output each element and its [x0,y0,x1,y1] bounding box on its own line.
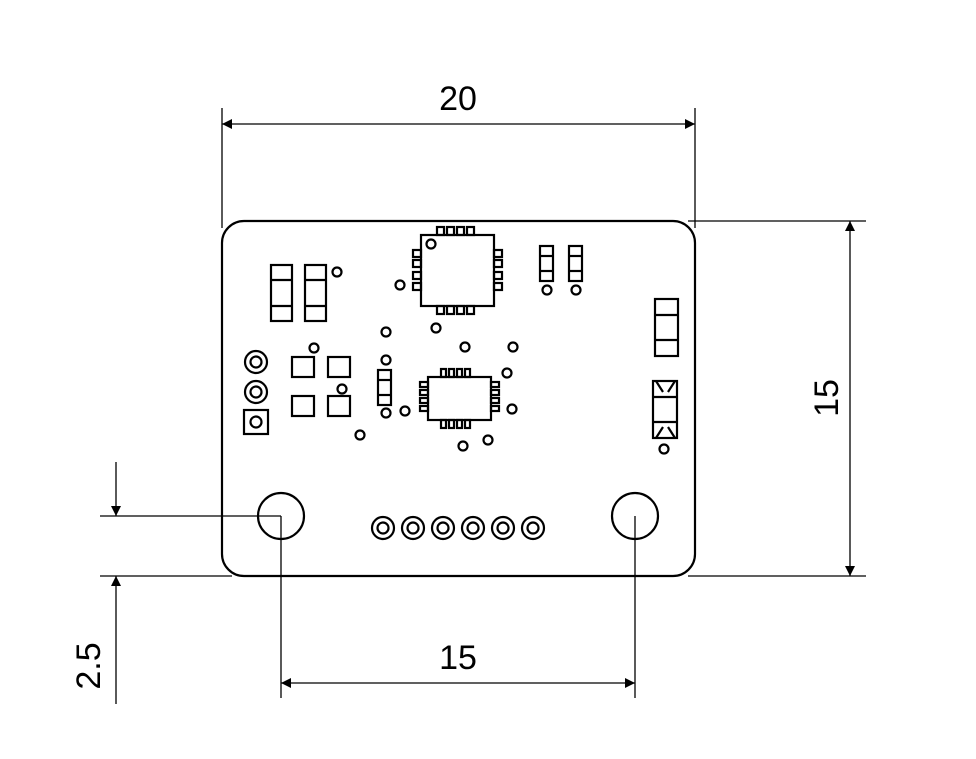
board-outline [220,219,697,578]
ic-chip-middle [418,367,501,430]
dim-label-hole-offset: 2.5 [70,642,108,689]
square-pads [290,355,352,418]
vias [380,326,519,452]
dim-label-height: 15 [808,379,846,417]
qfn-chip-top [411,225,504,316]
resistor-r3 [376,368,393,407]
dim-label-width: 20 [439,80,477,118]
capacitor-c3 [653,297,680,358]
header-pin-row [370,515,546,541]
capacitor-c1 [269,263,294,323]
capacitor-c2 [303,263,328,323]
dim-label-hole-spacing: 15 [439,639,477,677]
resistor-r2 [567,244,584,283]
resistor-r1 [538,244,555,283]
led-component [651,379,679,440]
left-connector [242,349,270,436]
